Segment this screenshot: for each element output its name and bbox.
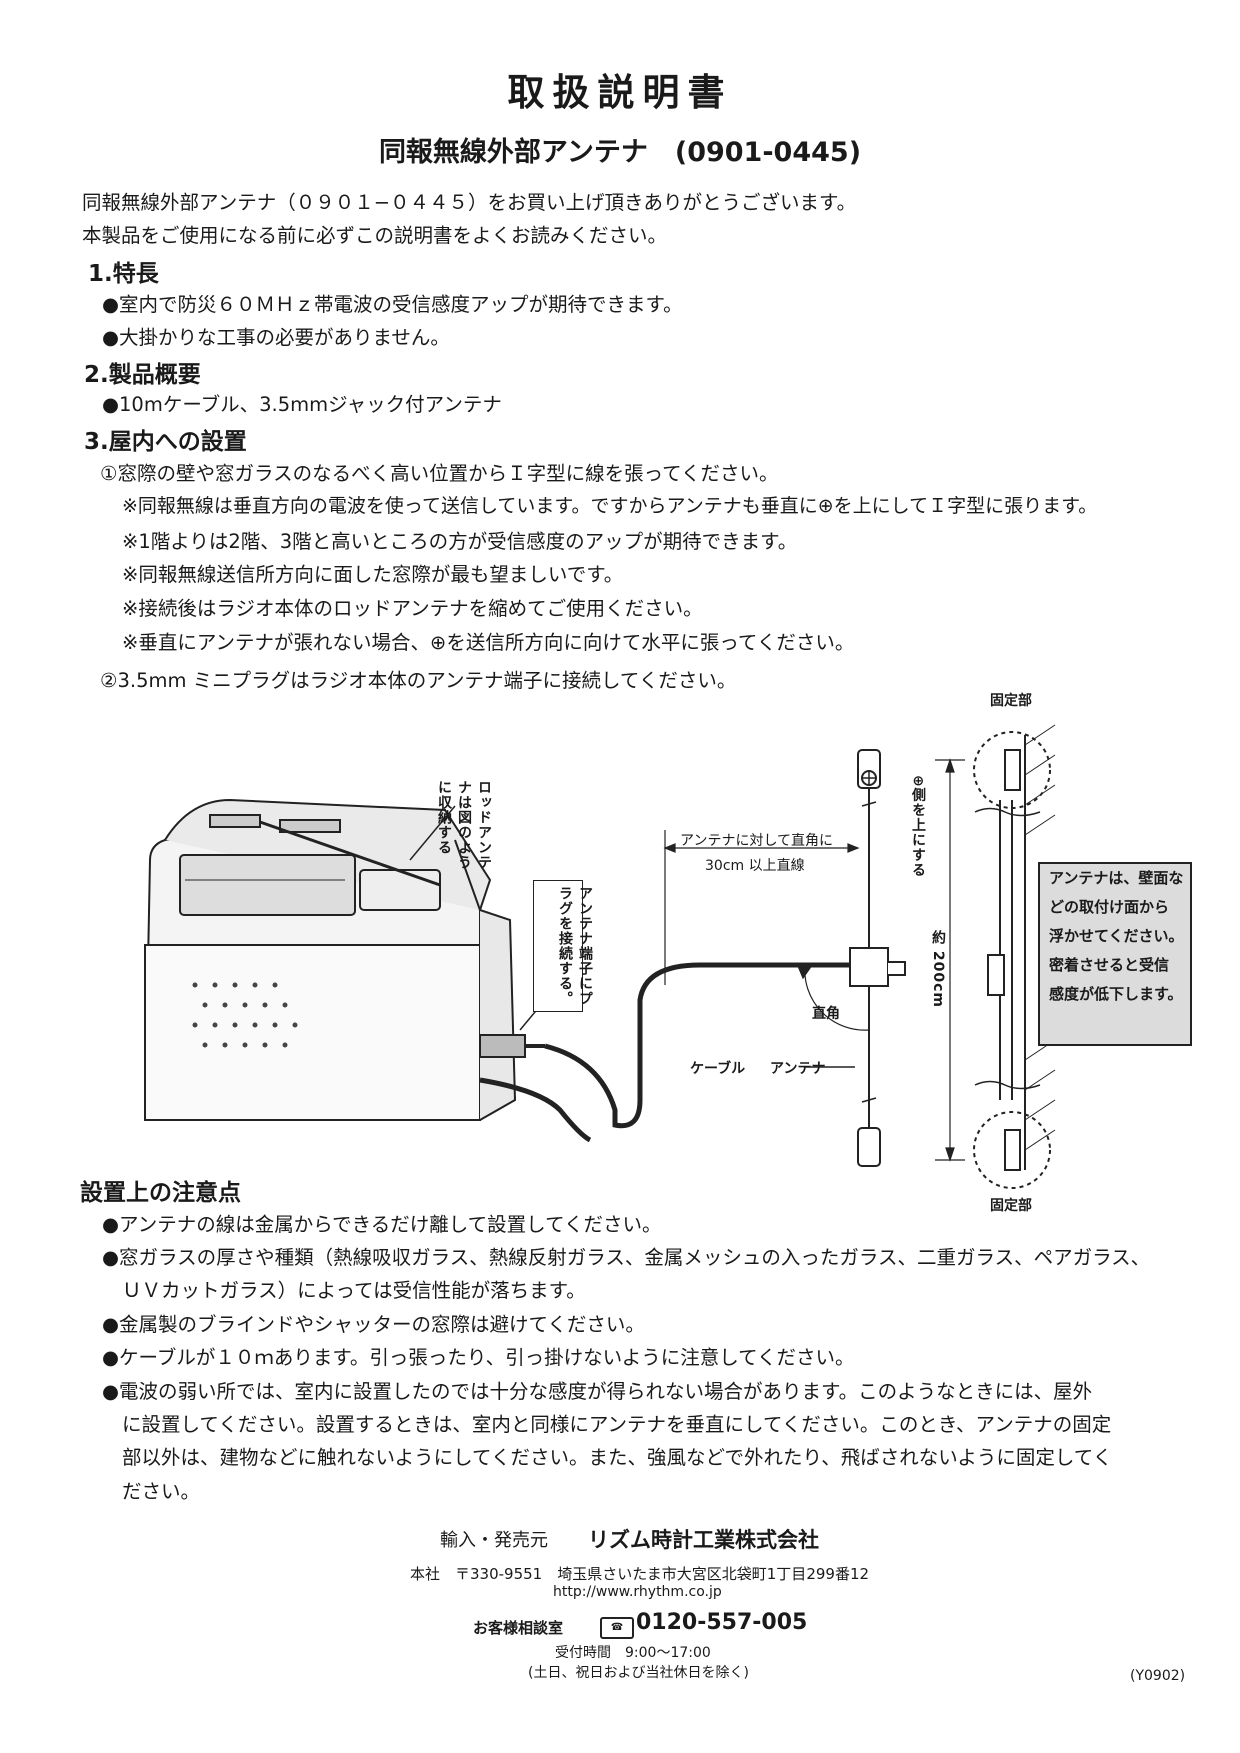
section-features-heading: 1.特長: [88, 261, 159, 287]
wall-note-line-1: アンテナは、壁面な: [1049, 869, 1184, 887]
rod-note-line-3: に収納する: [436, 780, 452, 855]
section-overview-heading: 2.製品概要: [84, 362, 201, 388]
radio-illustration: [143, 798, 517, 1121]
install-note-2: ※1階よりは2階、3階と高いところの方が受信感度のアップが期待できます。: [122, 530, 798, 553]
section-install-heading: 3.屋内への設置: [84, 429, 247, 455]
install-note-1: ※同報無線は垂直方向の電波を使って送信しています。ですからアンテナも垂直に⊕を上…: [122, 495, 1098, 517]
rod-note-line-1: ロッドアンテ: [476, 780, 492, 870]
document-title: 取扱説明書: [507, 71, 733, 114]
caution-item-2: ●窓ガラスの厚さや種類（熱線吸収ガラス、熱線反射ガラス、金属メッシュの入ったガラ…: [102, 1246, 1151, 1269]
straight-30cm-label: 30cm 以上直線: [705, 858, 805, 874]
caution-item-5-cont-1: に設置してください。設置するときは、室内と同様にアンテナを垂直にしてください。こ…: [122, 1413, 1112, 1436]
overview-item-1: ●10mケーブル、3.5mmジャック付アンテナ: [102, 393, 502, 416]
features-item-1: ●室内で防災６０ＭＨｚ帯電波の受信感度アップが期待できます。: [102, 293, 683, 316]
length-200cm-label: 約 200cm: [928, 930, 948, 1008]
wall-note-line-3: 浮かせてください。: [1049, 927, 1184, 945]
support-holidays: (土日、祝日および当社休日を除く): [528, 1665, 749, 1681]
company-name: リズム時計工業株式会社: [588, 1528, 819, 1552]
install-note-4: ※接続後はラジオ本体のロッドアンテナを縮めてご使用ください。: [122, 597, 703, 620]
install-note-3: ※同報無線送信所方向に面した窓際が最も望ましいです。: [122, 563, 624, 586]
antenna-illustration: [849, 749, 906, 1167]
caution-item-5-cont-2: 部以外は、建物などに触れないようにしてください。また、強風などで外れたり、飛ばさ…: [122, 1446, 1113, 1469]
length-text: 約 200cm: [930, 930, 946, 1008]
plug-note-box: [533, 880, 583, 1012]
plug-note-line-1: アンテナ端子にプ: [577, 886, 593, 1006]
right-angle-label: 直角: [812, 1006, 840, 1022]
support-hours: 受付時間 9:00〜17:00: [555, 1645, 711, 1661]
wall-mount-note: アンテナは、壁面な どの取付け面から 浮かせてください。 密着させると受信 感度…: [1038, 862, 1192, 1046]
rod-note-line-2: ナは図のよう: [456, 780, 472, 870]
support-phone: 0120-557-005: [636, 1610, 808, 1635]
caution-item-2-cont: ＵＶカットガラス）によっては受信性能が落ちます。: [122, 1279, 586, 1302]
features-item-2: ●大掛かりな工事の必要がありません。: [102, 326, 450, 349]
toll-free-icon: ☎: [600, 1617, 634, 1639]
wall-note-line-4: 密着させると受信: [1049, 956, 1170, 974]
company-address: 本社 〒330-9551 埼玉県さいたま市大宮区北袋町1丁目299番12: [410, 1565, 870, 1583]
antenna-label: アンテナ: [770, 1061, 826, 1077]
caution-item-5: ●電波の弱い所では、室内に設置したのでは十分な感度が得られない場合があります。こ…: [102, 1380, 1093, 1403]
wall-note-line-5: 感度が低下します。: [1049, 985, 1183, 1003]
company-url: http://www.rhythm.co.jp: [553, 1584, 722, 1600]
caution-item-3: ●金属製のブラインドやシャッターの窓際は避けてください。: [102, 1313, 645, 1336]
installation-diagram: [143, 724, 1056, 1189]
plug-note-line-2: ラグを接続する。: [557, 886, 573, 1006]
plug-and-cable: [479, 962, 855, 1143]
install-note-5: ※垂直にアンテナが張れない場合、⊕を送信所方向に向けて水平に張ってください。: [122, 631, 855, 654]
section-cautions-heading: 設置上の注意点: [80, 1180, 241, 1206]
intro-line-1: 同報無線外部アンテナ（０９０１−０４４５）をお買い上げ頂きありがとうございます。: [82, 191, 857, 214]
wall-note-line-2: どの取付け面から: [1049, 898, 1170, 916]
caution-item-4: ●ケーブルが１０ｍあります。引っ張ったり、引っ掛けないように注意してください。: [102, 1346, 855, 1369]
plug-note: アンテナ端子にプ ラグを接続する。: [555, 886, 595, 1006]
rod-antenna-note: ロッドアンテ ナは図のよう に収納する: [434, 780, 494, 870]
fixed-part-bottom-label: 固定部: [990, 1198, 1032, 1214]
document-code: (Y0902): [1130, 1668, 1186, 1684]
seller-prefix: 輸入・発売元: [440, 1530, 548, 1551]
wall-illustration: [973, 731, 1051, 1189]
intro-line-2: 本製品をご使用になる前に必ずこの説明書をよくお読みください。: [82, 224, 668, 247]
speaker-grille: [192, 982, 298, 1048]
perpendicular-label: アンテナに対して直角に: [680, 833, 834, 849]
plus-side-up-text: ⊕側を上にする: [910, 775, 926, 878]
document-subtitle: 同報無線外部アンテナ (0901-0445): [378, 137, 862, 168]
cable-label: ケーブル: [690, 1061, 746, 1077]
caution-item-5-cont-3: ださい。: [122, 1480, 201, 1503]
plus-side-up-label: ⊕側を上にする: [908, 775, 928, 878]
install-step-2: ②3.5mm ミニプラグはラジオ本体のアンテナ端子に接続してください。: [100, 669, 737, 692]
support-label: お客様相談室: [473, 1619, 564, 1637]
caution-item-1: ●アンテナの線は金属からできるだけ離して設置してください。: [102, 1213, 662, 1236]
fixed-part-top-label: 固定部: [990, 693, 1032, 709]
install-step-1: ①窓際の壁や窓ガラスのなるべく高い位置からＩ字型に線を張ってください。: [100, 462, 779, 485]
